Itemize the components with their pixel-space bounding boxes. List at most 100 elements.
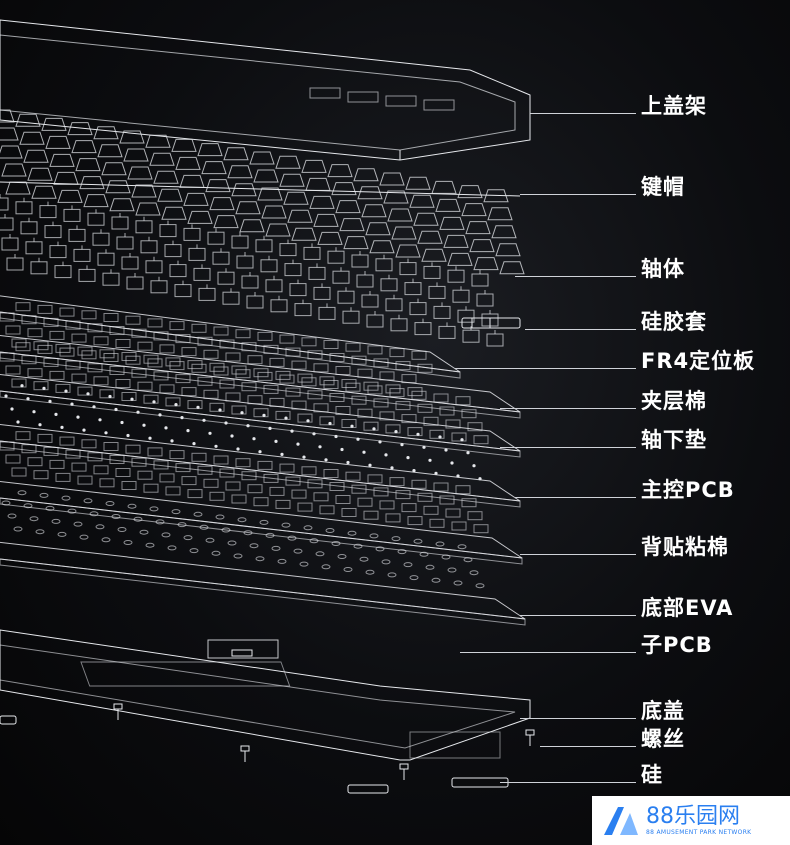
layer-label: 硅胶套 [641,310,707,334]
main-pcb-cutout [125,444,141,454]
watermark-text: 88乐园网 88 AMUSEMENT PARK NETWORK [646,805,752,837]
switch-pad-edge [0,390,521,458]
main-pcb-cutout [367,474,383,484]
backing-foam-hole [453,580,463,586]
keycap [361,204,387,218]
top-frame-cutout [423,99,455,111]
keyboard-layers-art [0,19,535,794]
main-pcb-cutout [169,450,185,460]
switch-pad-dot [334,434,338,439]
switch-pad-dot [328,421,332,426]
sandwich-foam-cutout [115,379,131,388]
leader-line [515,276,636,277]
keycap [0,127,19,141]
switch-body [73,248,91,262]
keycap [473,257,499,271]
keycap [31,185,57,199]
switch-pad-dot [20,384,24,388]
switch-pad-dot [280,452,284,456]
sandwich-foam-cutout [241,382,257,392]
switch-body [289,283,307,297]
keycap [327,164,353,178]
main-pcb-cutout [153,460,169,470]
fr4-plate-cutout [219,339,235,349]
switch-pad-dot [114,407,118,412]
backing-foam-hole [7,513,17,519]
main-pcb-cutout [137,470,153,480]
top-frame-cutout [385,95,417,107]
switch-body [135,220,153,234]
switch-body [414,322,432,336]
switch-pad-dot [252,437,256,441]
keycap [45,135,71,149]
switch-body [1,237,19,251]
top-frame-outline [0,19,531,161]
sandwich-foam-cutout [121,392,137,401]
sandwich-foam-cutout [407,427,423,437]
main-pcb-cutout [191,452,207,462]
switch-body [68,228,86,242]
switch-body [217,271,235,285]
keycap [127,166,153,180]
keycap [331,182,357,196]
switch-body [332,270,350,284]
bottom-eva-top [0,541,526,620]
fr4-plate-cutout [93,336,109,346]
keycap [261,205,287,219]
main-pcb-cutout [27,457,43,467]
main-pcb-cutout [335,495,351,504]
leader-line [520,718,636,719]
backing-foam-hole [413,538,423,544]
main-pcb-cutout [423,505,439,515]
sandwich-foam-cutout [225,392,241,402]
keycap [79,176,105,190]
brand-logo-icon [604,806,638,835]
switch-pad-dot [38,423,42,427]
keycap [187,210,213,224]
layer-label: 螺丝 [641,727,685,751]
switch-body [164,244,182,258]
layer-label: 子PCB [641,633,713,657]
keycap [123,148,149,162]
switch-pad-dot [186,429,190,433]
backing-foam-hole [123,540,133,545]
backing-foam-hole [271,545,281,551]
sandwich-foam-cutout [187,400,203,410]
switch-pad-dot [290,429,294,433]
backing-foam-hole [431,577,441,583]
watermark-subtitle: 88 AMUSEMENT PARK NETWORK [646,829,752,836]
switch-pad-dot [174,403,178,407]
backing-foam-hole [215,514,225,520]
fr4-plate-cutout [313,363,329,373]
switch-body [20,221,38,235]
keycap [183,192,209,206]
backing-foam-hole [35,529,45,535]
switch-pad-dot [274,439,278,443]
fr4-plate-cutout [15,302,31,312]
switch-body [212,251,230,265]
main-pcb-cutout [15,431,31,441]
sandwich-foam-cutout [37,344,53,354]
switch-pad-dot [302,455,306,459]
switch-pad-top [0,373,521,452]
switch-pad-dot [104,431,108,435]
keycap [149,152,175,166]
switch-pad-dot [400,443,404,447]
switch-pad-dot [268,426,272,430]
switch-pad-dot [384,453,388,457]
switch-body [318,306,336,320]
sandwich-foam-cutout [253,408,269,418]
switch-body [145,260,163,274]
switch-pad-dot [10,407,14,411]
sandwich-foam-cutout [351,395,367,405]
fr4-plate-cutout [197,336,213,346]
fr4-plate-cutout [147,318,163,328]
switch-body [428,285,446,299]
sandwich-foam-cutout [87,363,103,373]
keycap [153,170,179,184]
sandwich-foam-cutout [109,366,125,375]
keycap [119,130,145,144]
fr4-plate-cutout [203,349,219,359]
backing-foam-hole [353,543,363,549]
main-pcb-cutout [33,470,49,480]
